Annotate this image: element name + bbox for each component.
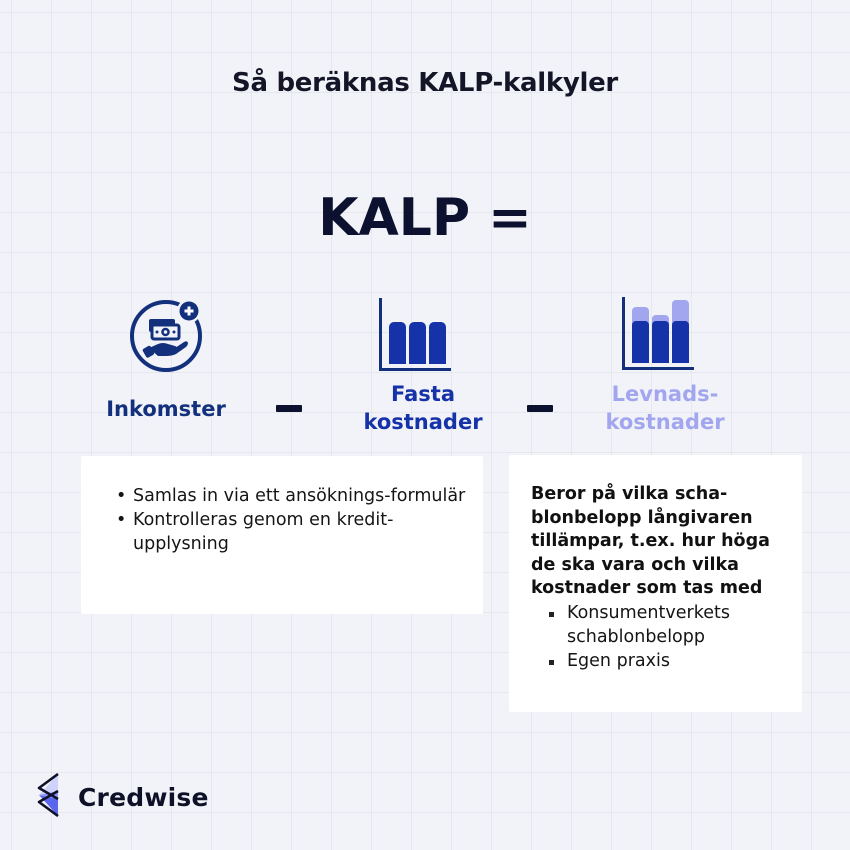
term-fixed-line1: Fasta — [391, 382, 455, 406]
square-bullet-icon — [549, 660, 554, 665]
list-item: Konsumentverkets schablonbelopp — [547, 601, 797, 649]
bullet-dot-icon: • — [116, 510, 127, 530]
term-income-label: Inkomster — [106, 397, 226, 421]
brand-name: Credwise — [78, 783, 209, 812]
hand-money-plus-icon — [128, 296, 208, 376]
credwise-logo-icon — [36, 772, 60, 822]
term-living-costs-label: Levnads- kostnader — [575, 380, 755, 436]
minus-operator — [527, 405, 553, 412]
bar-chart-solid-icon — [378, 296, 456, 374]
term-living-line1: Levnads- — [611, 382, 719, 406]
bar-chart-stacked-icon — [622, 297, 698, 373]
brand-logo: Credwise — [36, 772, 209, 822]
bullet-dot-icon: • — [116, 486, 127, 506]
income-info-card: • Samlas in via ett ansöknings-formulär … — [81, 456, 483, 614]
term-fixed-line2: kostnader — [363, 410, 483, 434]
list-item: • Samlas in via ett ansöknings-formulär — [116, 486, 466, 506]
square-bullet-icon — [549, 612, 554, 617]
minus-operator — [276, 405, 302, 412]
list-item: • Kontrolleras genom en kredit-upplysnin… — [116, 510, 394, 554]
living-costs-lead-text: Beror på vilka scha-blonbelopp långivare… — [531, 484, 770, 598]
living-costs-info-card: Beror på vilka scha-blonbelopp långivare… — [509, 455, 802, 712]
term-living-line2: kostnader — [605, 410, 725, 434]
page-title: Så beräknas KALP-kalkyler — [232, 68, 618, 98]
income-bullet-list: • Samlas in via ett ansöknings-formulär … — [113, 484, 473, 556]
term-fixed-costs-label: Fasta kostnader — [333, 380, 513, 436]
living-costs-bullet-list: Konsumentverkets schablonbelopp Egen pra… — [547, 601, 797, 673]
list-item: Egen praxis — [547, 649, 797, 673]
formula-heading: KALP = — [318, 188, 532, 248]
